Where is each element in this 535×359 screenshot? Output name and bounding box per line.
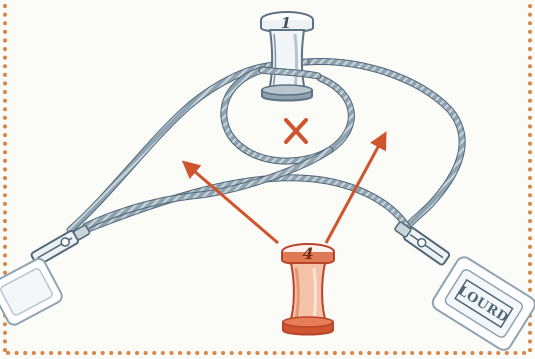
- spool-1-number: 1: [281, 14, 291, 32]
- spool-4[interactable]: 4: [281, 243, 335, 336]
- left-clip[interactable]: [0, 223, 91, 327]
- x-mark-icon: [284, 118, 308, 144]
- spool-4-number: 4: [302, 244, 313, 263]
- clip-icon: [394, 221, 451, 266]
- dotted-border: [3, 4, 532, 355]
- right-clip[interactable]: LOURD: [393, 220, 535, 353]
- rope-front-over-spool: [258, 66, 322, 80]
- weight-tag-icon: [0, 258, 63, 326]
- arrow-left-icon: [181, 160, 279, 245]
- weight-tag-icon: LOURD: [431, 256, 535, 351]
- arrow-right-icon: [324, 131, 387, 244]
- spool-1[interactable]: 1: [260, 11, 314, 102]
- arrows: [181, 131, 387, 245]
- clip-icon: [30, 224, 91, 266]
